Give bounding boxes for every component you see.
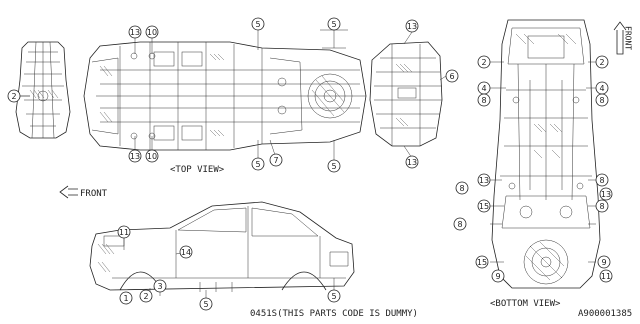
callout-number: 11: [601, 272, 611, 281]
callout-circle: [327, 159, 341, 173]
callout-number: 7: [273, 156, 278, 165]
top-view-drawing: [83, 41, 367, 151]
callout-circle: [599, 269, 613, 283]
callout-circle: [139, 289, 153, 303]
callout-circle: [199, 297, 213, 311]
callout-number: 4: [481, 84, 486, 93]
callout-circle: [477, 199, 491, 213]
callout-number: 15: [479, 202, 489, 211]
callout-number: 6: [449, 72, 454, 81]
callout-number: 5: [331, 162, 336, 171]
callout-number: 10: [147, 152, 157, 161]
callout-circle: [405, 155, 419, 169]
callout-number: 5: [331, 20, 336, 29]
callout-number: 8: [599, 202, 604, 211]
callout-number: 13: [130, 152, 140, 161]
callout-number: 14: [181, 248, 191, 257]
callout-circle: [251, 17, 265, 31]
callout-circle: [477, 55, 491, 69]
front-arrow-top: [613, 21, 627, 55]
callout-number: 15: [477, 258, 487, 267]
bottom-view-label: <BOTTOM VIEW>: [490, 299, 561, 309]
callout-number: 8: [599, 176, 604, 185]
leader-lines: [20, 29, 596, 298]
callout-number: 13: [479, 176, 489, 185]
callout-number: 13: [130, 28, 140, 37]
front-arrow-left: [59, 185, 78, 199]
side-view-drawing: [89, 201, 355, 292]
callout-circle: [595, 93, 609, 107]
callout-number: 13: [407, 158, 417, 167]
callout-circle: [117, 225, 131, 239]
rear-panel-drawing: [369, 41, 443, 147]
callout-number: 5: [255, 20, 260, 29]
callout-number: 3: [157, 282, 162, 291]
callout-number: 13: [407, 22, 417, 31]
callout-number: 9: [601, 258, 606, 267]
callout-number: 8: [459, 184, 464, 193]
callout-circle: [477, 173, 491, 187]
front-label-left: FRONT: [80, 189, 108, 199]
top-view-label: <TOP VIEW>: [170, 165, 225, 175]
callout-circle: [179, 245, 193, 259]
callout-circle: [453, 217, 467, 231]
callout-number: 5: [255, 160, 260, 169]
callout-circle: [119, 291, 133, 305]
callout-number: 11: [119, 228, 129, 237]
front-label-top: FRONT: [624, 26, 633, 50]
callout-circle: [327, 289, 341, 303]
bottom-view-drawing: [491, 19, 601, 289]
callout-circle: [491, 269, 505, 283]
callout-circle: [145, 149, 159, 163]
callout-circle: [597, 255, 611, 269]
callout-number: 2: [599, 58, 604, 67]
callout-number: 4: [599, 84, 604, 93]
callout-number: 2: [481, 58, 486, 67]
callout-number: 2: [11, 92, 16, 101]
callout-circle: [595, 199, 609, 213]
callout-number: 10: [147, 28, 157, 37]
callout-number: 8: [481, 96, 486, 105]
callout-number: 5: [331, 292, 336, 301]
callout-circle: [153, 279, 167, 293]
callout-circle: [145, 25, 159, 39]
callout-number: 5: [203, 300, 208, 309]
callout-circle: [405, 19, 419, 33]
callout-circle: [475, 255, 489, 269]
callout-circle: [128, 149, 142, 163]
callout-circle: [327, 17, 341, 31]
front-panel-drawing: [15, 41, 71, 139]
callout-number: 9: [495, 272, 500, 281]
callout-circle: [269, 153, 283, 167]
diagram-code: A900001385: [578, 309, 632, 319]
callout-circle: [595, 173, 609, 187]
callout-circle: [445, 69, 459, 83]
callout-circle: [455, 181, 469, 195]
callout-circle: [7, 89, 21, 103]
callout-circle: [477, 93, 491, 107]
dummy-parts-note: 0451S(THIS PARTS CODE IS DUMMY): [250, 309, 418, 319]
callout-number: 1: [123, 294, 128, 303]
callout-number: 2: [143, 292, 148, 301]
callout-number: 8: [457, 220, 462, 229]
callout-circle: [128, 25, 142, 39]
callout-number: 13: [601, 190, 611, 199]
callout-number: 8: [599, 96, 604, 105]
callout-circle: [251, 157, 265, 171]
callout-circle: [599, 187, 613, 201]
callout-circle: [595, 55, 609, 69]
